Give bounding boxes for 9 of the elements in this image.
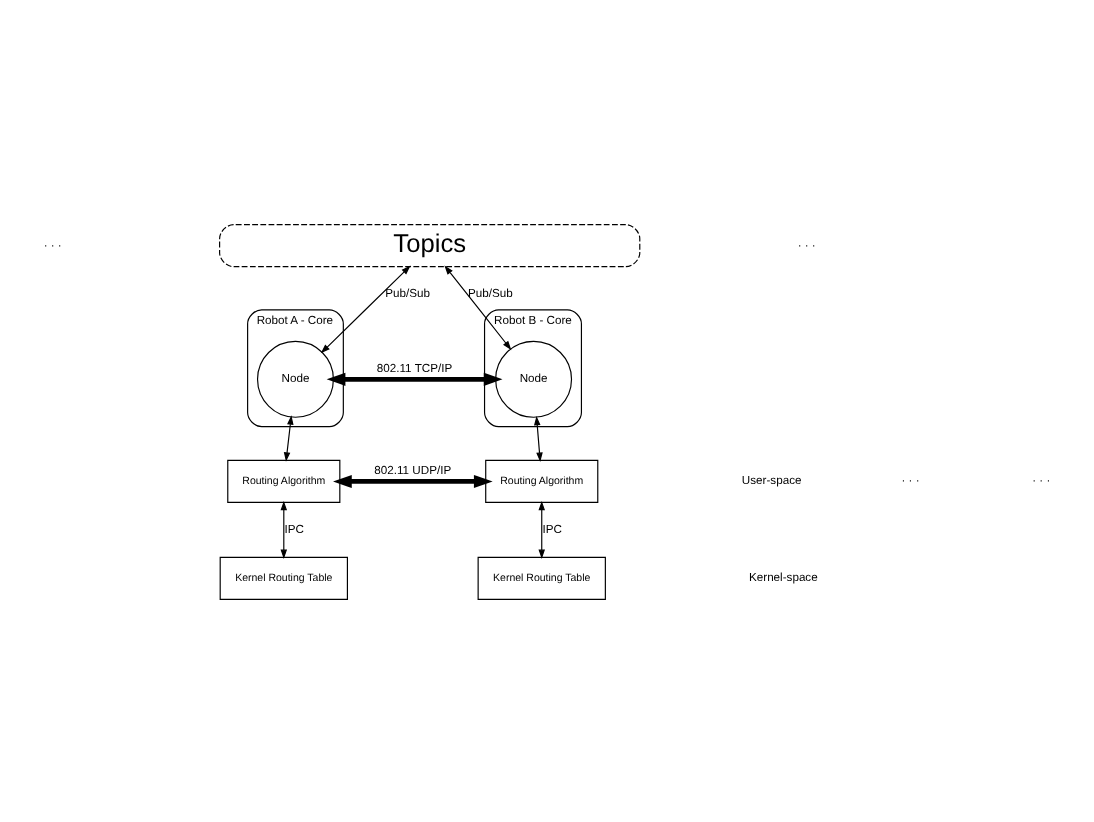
arrow: [320, 264, 411, 353]
arrow: [283, 414, 294, 461]
arrow: [444, 264, 512, 350]
arrow: [538, 499, 546, 558]
arrow: [326, 371, 503, 385]
node-box: Topics: [219, 223, 641, 267]
arrow: [333, 473, 493, 487]
arrow: [280, 499, 288, 558]
arrow: [533, 414, 543, 461]
